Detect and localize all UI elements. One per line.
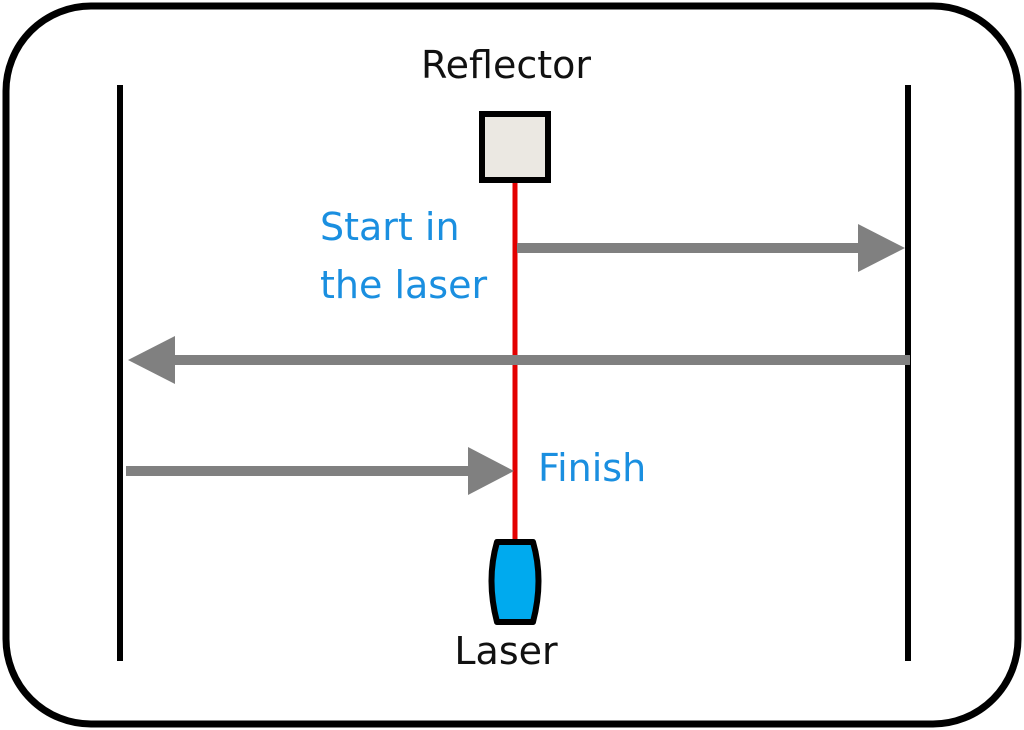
- reflector-label: Reflector: [421, 43, 591, 87]
- laser-device: [488, 539, 542, 625]
- finish-label: Finish: [538, 446, 646, 490]
- laser-label: Laser: [454, 629, 558, 673]
- arrow-to-left-wall: [128, 336, 910, 384]
- arrow-to-beam-finish: [126, 447, 514, 495]
- arrow-to-right-wall: [517, 224, 905, 272]
- start-label-line2: the laser: [320, 263, 487, 307]
- start-label-line1: Start in: [320, 205, 460, 249]
- reflector-box: [479, 111, 551, 183]
